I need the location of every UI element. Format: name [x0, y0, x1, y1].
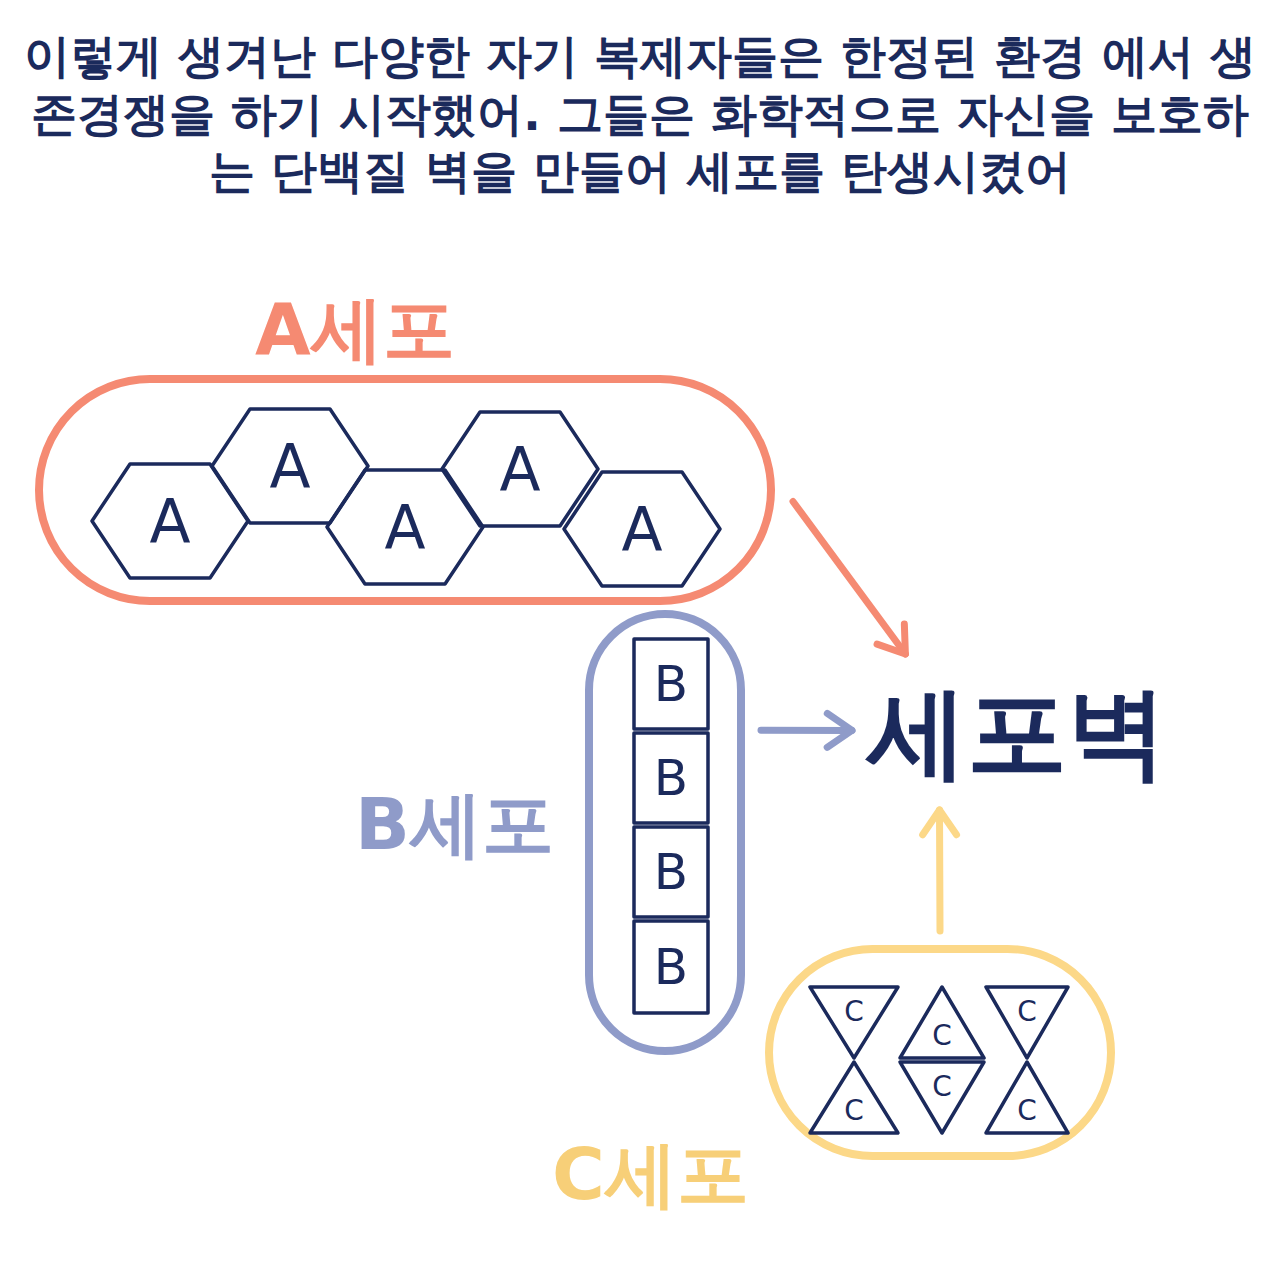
cell-label: A세포 — [255, 290, 455, 369]
square-unit: B — [632, 731, 710, 825]
cell-wall-label: 세포벽 — [862, 668, 1172, 798]
cell-a-oval: A세포AAAAA — [35, 375, 775, 605]
unit-letter: C — [932, 1073, 952, 1101]
unit-letter: C — [844, 998, 864, 1026]
unit-letter: C — [844, 1097, 864, 1125]
triangle-unit: C — [898, 985, 986, 1060]
cell-label: C세포 — [552, 1135, 749, 1214]
triangle-unit: C — [898, 1060, 986, 1135]
triangle-unit: C — [808, 985, 900, 1060]
triangle-unit: C — [808, 1060, 900, 1135]
unit-letter: B — [654, 942, 688, 992]
hexagon-unit: A — [210, 407, 370, 525]
cell-label: B세포 — [355, 785, 554, 864]
unit-letter: A — [149, 491, 190, 551]
unit-letter: B — [654, 847, 688, 897]
hexagon-unit: A — [90, 462, 250, 580]
cell-b-oval: B세포BBBB — [585, 610, 745, 1055]
cell-c-oval: C세포CCCCCC — [765, 945, 1115, 1160]
unit-letter: A — [499, 439, 540, 499]
unit-letter: A — [269, 436, 310, 496]
unit-letter: B — [654, 659, 688, 709]
unit-letter: A — [621, 499, 662, 559]
hexagon-unit: A — [325, 468, 485, 586]
square-unit: B — [632, 919, 710, 1015]
arrow-connector — [923, 810, 957, 931]
unit-letter: A — [384, 497, 425, 557]
square-unit: B — [632, 825, 710, 919]
triangle-unit: C — [984, 985, 1070, 1060]
triangle-unit: C — [984, 1060, 1070, 1135]
title-text: 이렇게 생겨난 다양한 자기 복제자들은 한정된 환경 에서 생존경쟁을 하기 … — [20, 28, 1260, 201]
unit-letter: C — [1017, 1097, 1037, 1125]
wall-text: 세포벽 — [867, 683, 1167, 783]
unit-letter: C — [932, 1022, 952, 1050]
arrow-connector — [793, 502, 905, 655]
square-unit: B — [632, 637, 710, 731]
unit-letter: B — [654, 753, 688, 803]
unit-letter: C — [1017, 998, 1037, 1026]
hexagon-unit: A — [562, 470, 722, 588]
arrow-connector — [761, 713, 852, 747]
